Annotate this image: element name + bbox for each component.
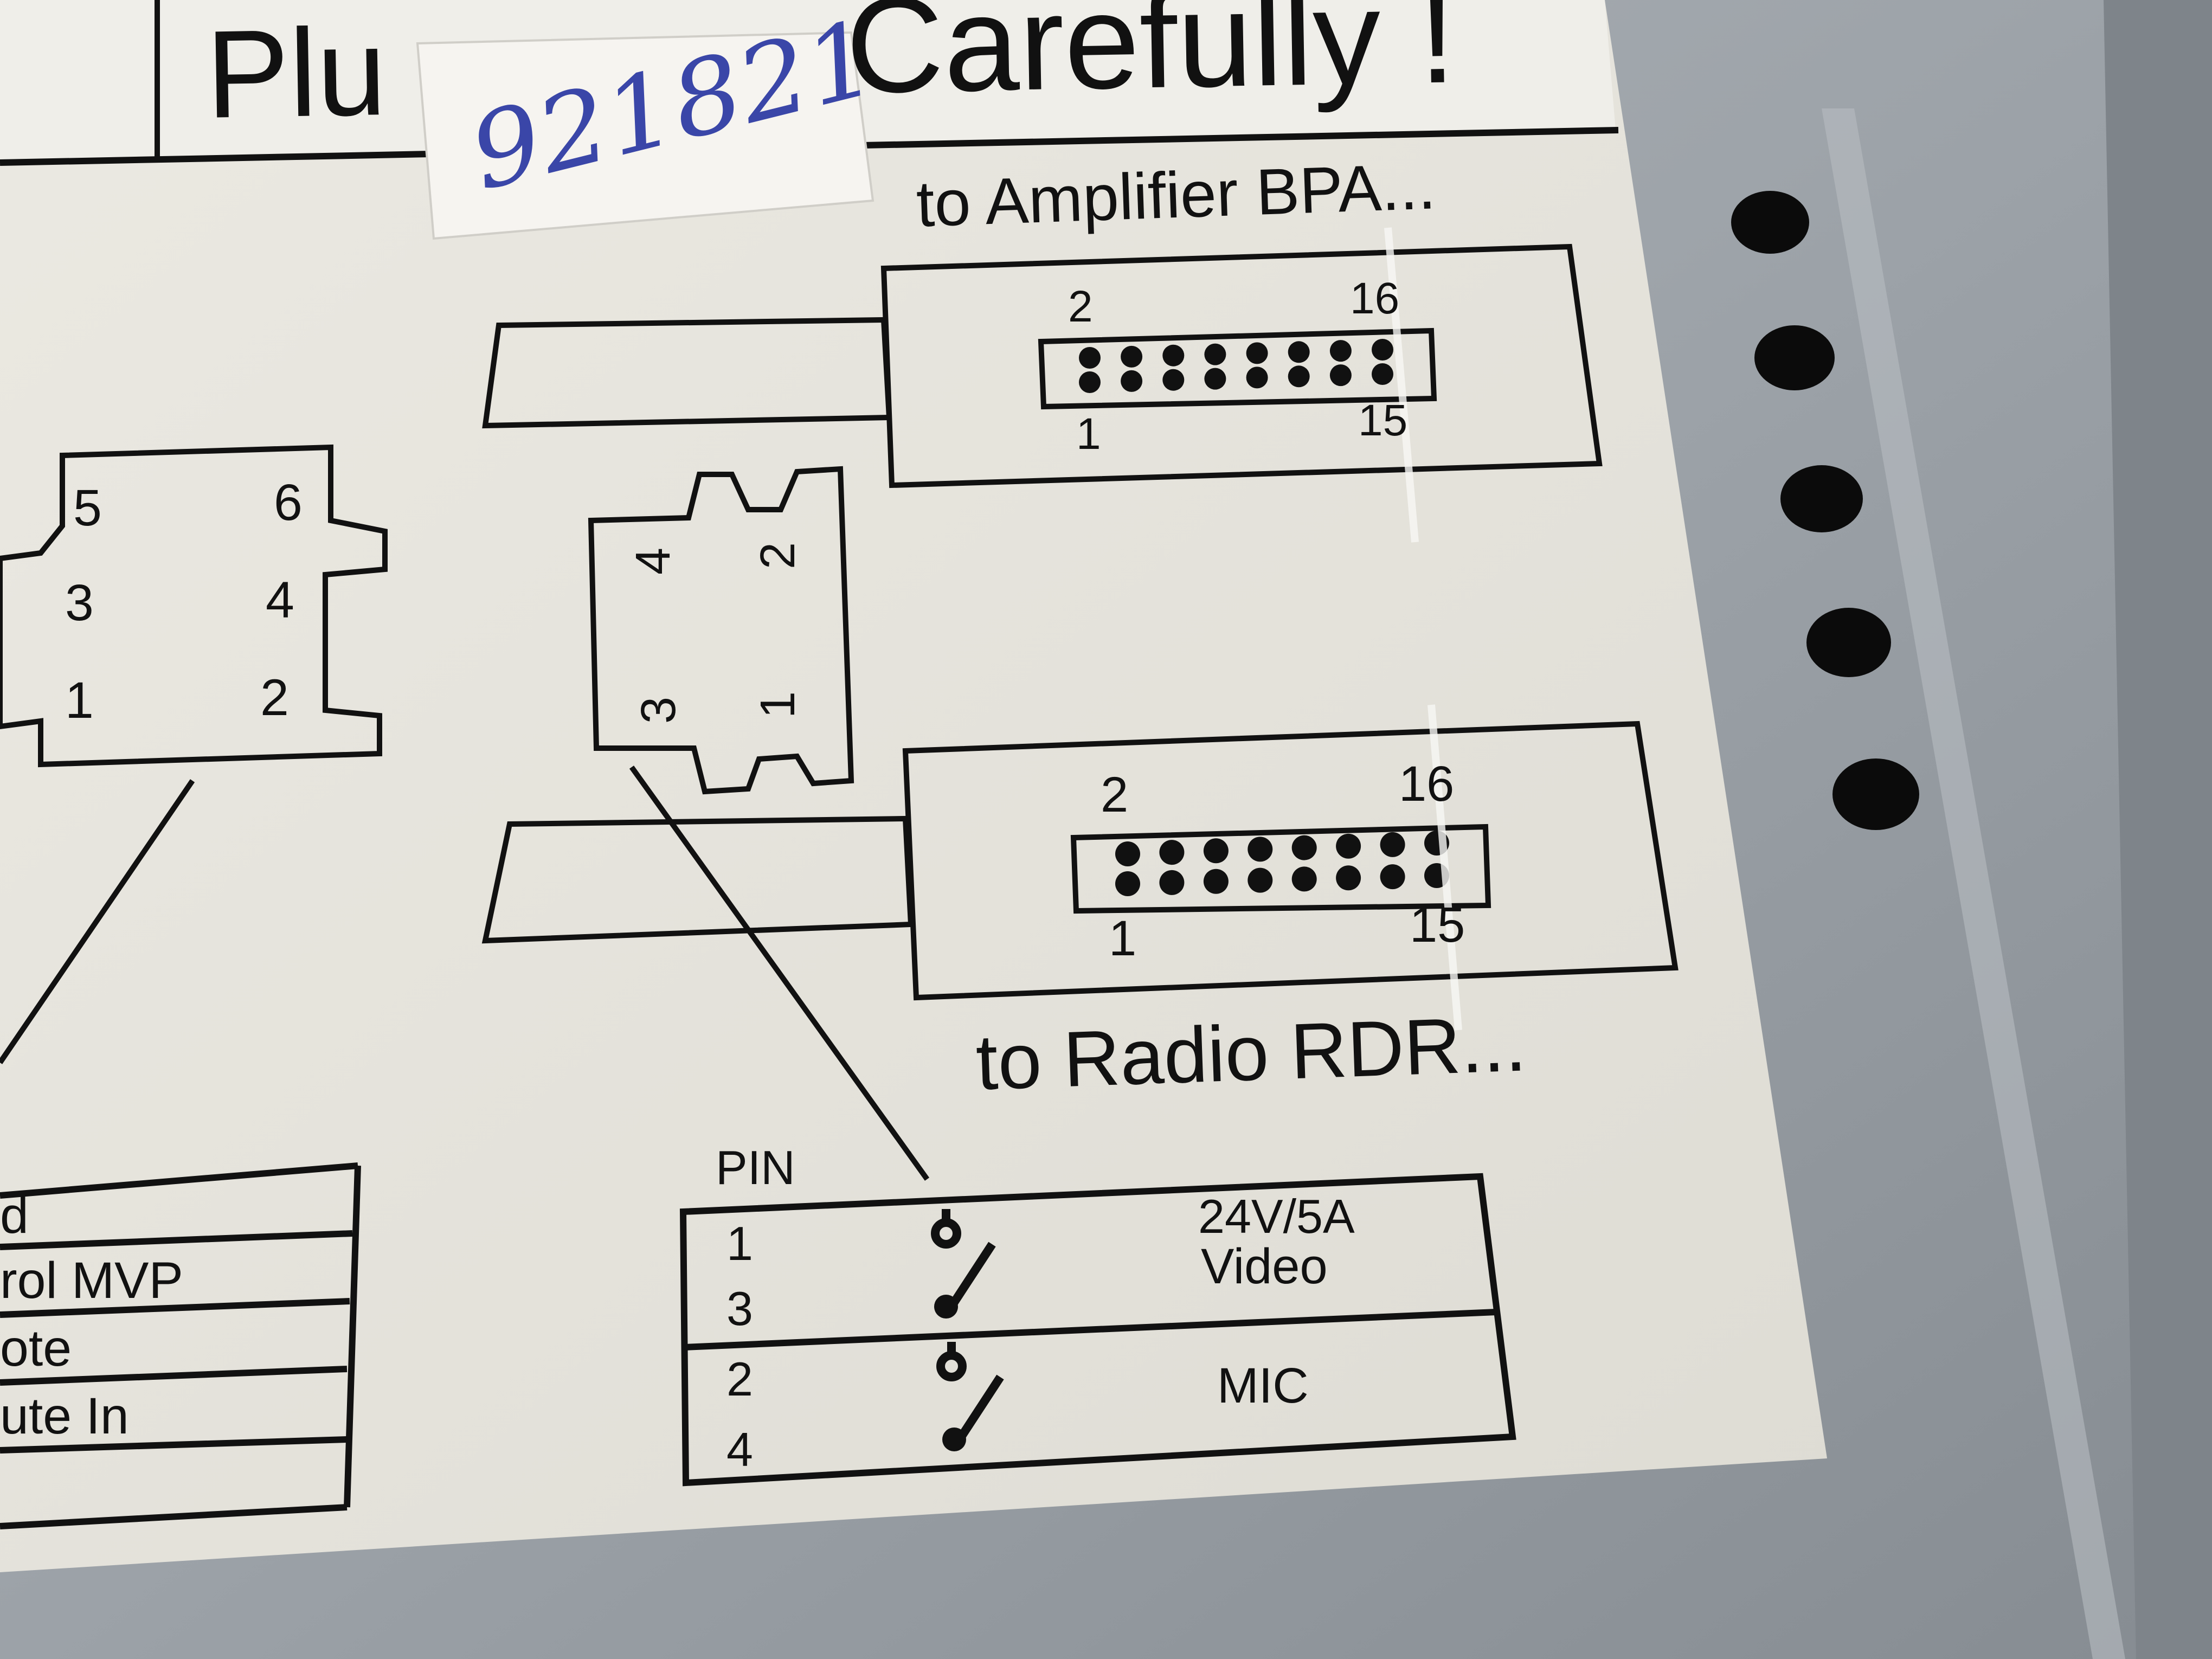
radio-pin-dot-bottom-4 bbox=[1248, 867, 1273, 893]
amp-pin-dot-top-3 bbox=[1162, 344, 1185, 366]
radio-pin-2: 2 bbox=[1101, 767, 1129, 822]
amp-pin-1: 1 bbox=[1076, 409, 1101, 459]
left-table-row-4: ute In bbox=[0, 1387, 129, 1445]
handwritten-sticker bbox=[416, 31, 874, 240]
four-pin-2: 2 bbox=[751, 542, 806, 570]
leader-line-pin-table bbox=[629, 766, 930, 1181]
radio-pin-dot-top-6 bbox=[1336, 833, 1361, 859]
amp-pin-dot-bottom-4 bbox=[1204, 368, 1226, 390]
radio-pin-dot-bottom-6 bbox=[1336, 865, 1361, 891]
amp-pin-dot-top-4 bbox=[1204, 343, 1226, 365]
switch-2-pivot bbox=[942, 1427, 966, 1451]
left-table-row-3: ote bbox=[0, 1320, 72, 1377]
six-pin-3: 3 bbox=[65, 574, 94, 632]
amp-pin-dot-top-8 bbox=[1372, 339, 1393, 361]
four-pin-connector-outline bbox=[588, 466, 854, 795]
amp-pin-dot-top-1 bbox=[1079, 347, 1101, 369]
radio-pin-dot-top-5 bbox=[1291, 835, 1317, 860]
amp-pin-dot-top-5 bbox=[1246, 342, 1268, 364]
pin-row2-label1: MIC bbox=[1217, 1358, 1309, 1413]
radio-pin-dot-top-7 bbox=[1380, 832, 1405, 857]
amp-pin-dot-top-7 bbox=[1329, 340, 1352, 362]
title-end: Carefully ! bbox=[844, 0, 1457, 121]
left-table-grid bbox=[0, 1162, 361, 1529]
six-pin-connector-outline bbox=[0, 444, 388, 768]
title-start: Plu bbox=[204, 2, 388, 144]
radio-caption: to Radio RDR... bbox=[974, 999, 1528, 1107]
four-pin-1: 1 bbox=[751, 691, 806, 719]
six-pin-5: 5 bbox=[73, 479, 102, 537]
radio-pin-1: 1 bbox=[1109, 911, 1137, 966]
pin-row1-pin1: 1 bbox=[726, 1217, 753, 1270]
amp-pin-dots bbox=[1079, 339, 1393, 393]
six-pin-2: 2 bbox=[260, 669, 289, 726]
amp-pin-dot-top-6 bbox=[1288, 341, 1310, 363]
metal-edge-shadow bbox=[2104, 0, 2212, 1659]
amplifier-connector bbox=[482, 243, 1603, 488]
metal-edge-highlight bbox=[1822, 108, 2125, 1659]
amp-pin-16: 16 bbox=[1350, 274, 1400, 323]
left-table-row-2: rol MVP bbox=[0, 1252, 183, 1309]
amp-pin-dot-bottom-6 bbox=[1288, 365, 1310, 388]
amplifier-caption: to Amplifier BPA... bbox=[915, 150, 1437, 241]
switch-1-pivot bbox=[934, 1295, 958, 1319]
radio-pin-dot-bottom-5 bbox=[1291, 866, 1317, 892]
radio-pin-dot-bottom-7 bbox=[1380, 864, 1405, 890]
amp-pin-2: 2 bbox=[1068, 282, 1093, 331]
four-pin-3: 3 bbox=[632, 696, 686, 724]
radio-pin-dot-bottom-2 bbox=[1159, 870, 1185, 895]
radio-pin-16: 16 bbox=[1399, 756, 1455, 812]
six-pin-1: 1 bbox=[65, 672, 94, 729]
vent-holes bbox=[1731, 191, 1919, 830]
radio-pin-dot-top-3 bbox=[1203, 838, 1229, 864]
pin-row1-pin3: 3 bbox=[726, 1282, 753, 1335]
pin-row2-pin2: 2 bbox=[726, 1352, 753, 1406]
amp-pin-dot-bottom-2 bbox=[1121, 370, 1143, 392]
pin-row1-label1: 24V/5A bbox=[1198, 1189, 1355, 1243]
leader-line-left bbox=[0, 779, 195, 1064]
radio-pin-dot-top-4 bbox=[1248, 837, 1273, 862]
radio-pin-dot-bottom-1 bbox=[1115, 871, 1140, 896]
four-pin-4: 4 bbox=[626, 547, 681, 575]
amp-pin-dot-bottom-3 bbox=[1162, 369, 1185, 391]
radio-pin-dot-bottom-3 bbox=[1203, 869, 1229, 894]
six-pin-6: 6 bbox=[274, 474, 303, 531]
scratch-marks bbox=[1384, 227, 1462, 1031]
six-pin-4: 4 bbox=[266, 571, 294, 629]
radio-pin-dot-top-1 bbox=[1115, 841, 1140, 866]
radio-pin-dots bbox=[1115, 831, 1449, 896]
pin-row2-pin4: 4 bbox=[726, 1423, 753, 1476]
left-table-row-1: d bbox=[0, 1187, 29, 1244]
amp-pin-dot-bottom-5 bbox=[1246, 366, 1268, 389]
pin-table-grid bbox=[679, 1173, 1516, 1487]
amp-pin-dot-bottom-8 bbox=[1372, 363, 1393, 385]
amp-pin-15: 15 bbox=[1358, 396, 1408, 445]
amp-pin-dot-bottom-7 bbox=[1329, 364, 1352, 387]
amp-pin-dot-bottom-1 bbox=[1079, 371, 1101, 393]
radio-pin-15: 15 bbox=[1410, 897, 1465, 953]
radio-connector bbox=[481, 721, 1679, 1001]
amp-pin-dot-top-2 bbox=[1121, 345, 1143, 368]
pin-row1-label2: Video bbox=[1201, 1239, 1328, 1294]
radio-pin-dot-top-2 bbox=[1159, 840, 1185, 865]
pin-table-header: PIN bbox=[716, 1141, 795, 1194]
